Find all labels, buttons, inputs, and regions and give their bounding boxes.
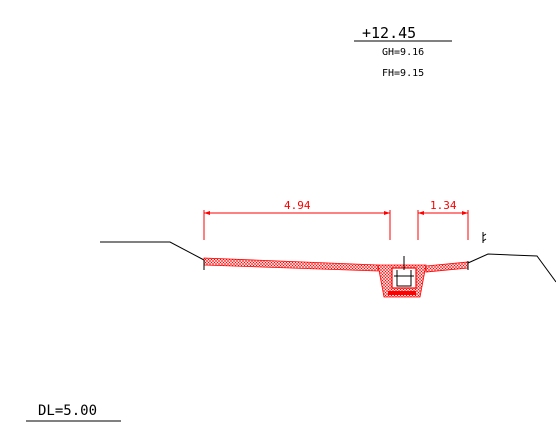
ground-height-label: GH=9.16 xyxy=(382,47,424,58)
finished-height-label: FH=9.15 xyxy=(382,68,424,79)
right-pavement xyxy=(425,261,469,273)
station-label: +12.45 xyxy=(362,24,416,42)
drain-inner xyxy=(391,267,417,289)
right-width-label: 1.34 xyxy=(430,199,457,212)
station-header: +12.45 GH=9.16 FH=9.15 xyxy=(354,24,452,79)
left-width-label: 4.94 xyxy=(284,199,311,212)
pavement xyxy=(203,257,469,273)
dimension-right: 1.34 xyxy=(417,199,469,240)
right-ground-line xyxy=(467,253,556,283)
dimension-left: 4.94 xyxy=(203,199,391,240)
curb-symbol xyxy=(482,232,487,243)
left-pavement xyxy=(203,257,379,272)
left-ground-line xyxy=(100,241,205,261)
datum-label: DL=5.00 xyxy=(38,403,97,419)
ground-profile xyxy=(100,232,556,283)
drain-inlet xyxy=(396,270,412,287)
drain-channel xyxy=(377,256,427,298)
drain-base xyxy=(388,291,416,295)
datum-label-group: DL=5.00 xyxy=(26,403,121,422)
